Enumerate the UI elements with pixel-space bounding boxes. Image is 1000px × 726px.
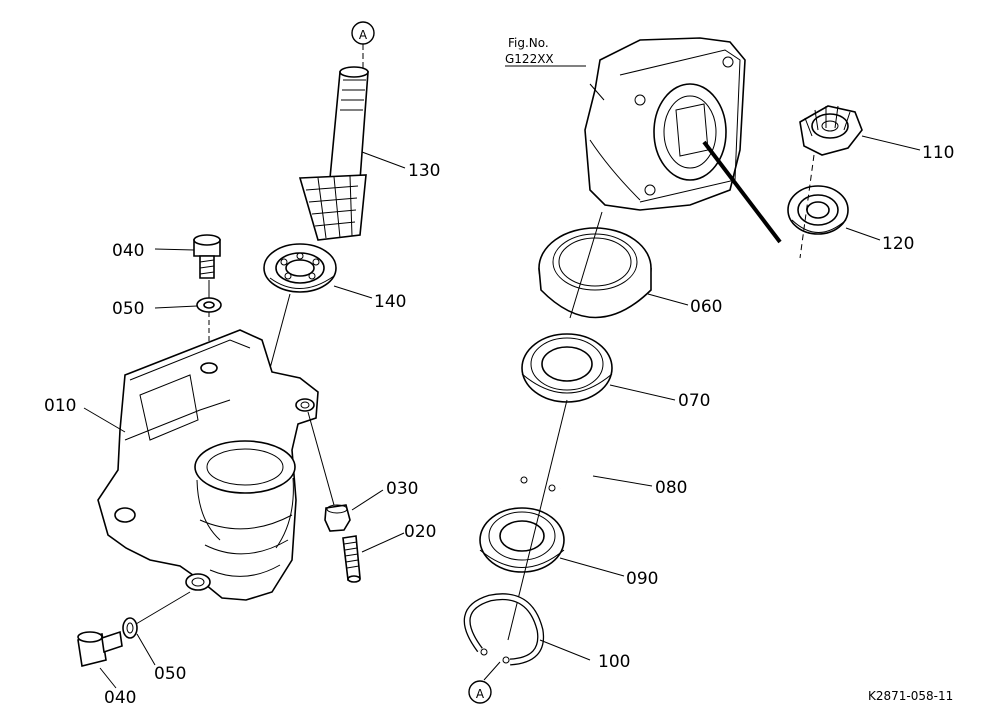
stud-020 — [342, 535, 361, 583]
label-060: 060 — [690, 297, 722, 317]
pinion-shaft-130 — [298, 66, 369, 241]
ref-marker-bottom: A — [468, 680, 492, 704]
label-090: 090 — [626, 569, 658, 589]
bearing-120 — [787, 185, 849, 235]
label-070: 070 — [678, 391, 710, 411]
label-050-bottom: 050 — [154, 664, 186, 684]
label-040-bottom: 040 — [104, 688, 136, 708]
reference-code: K2871-058-11 — [868, 689, 953, 703]
bearing-070 — [521, 333, 613, 403]
leader-lines — [83, 65, 921, 689]
label-020: 020 — [404, 522, 436, 542]
bearing-140 — [263, 243, 337, 293]
label-100: 100 — [598, 652, 630, 672]
label-130: 130 — [408, 161, 440, 181]
label-140: 140 — [374, 292, 406, 312]
gear-case-assembly — [584, 37, 746, 211]
label-050-top: 050 — [112, 299, 144, 319]
ref-marker-top: A — [351, 21, 375, 70]
bevel-gear-110 — [799, 105, 863, 156]
seal-060 — [538, 227, 652, 319]
label-080: 080 — [655, 478, 687, 498]
label-120: 120 — [882, 234, 914, 254]
snap-ring-100 — [463, 593, 545, 666]
svg-text:A: A — [476, 687, 485, 701]
bolt-040-top — [193, 234, 221, 279]
label-110: 110 — [922, 143, 954, 163]
svg-text:A: A — [359, 28, 368, 42]
label-010: 010 — [44, 396, 76, 416]
bolt-040-bottom — [77, 630, 123, 667]
snap-ring-080 — [497, 414, 598, 492]
fig-no-value: G122XX — [505, 52, 554, 66]
label-030: 030 — [386, 479, 418, 499]
gear-housing-010 — [97, 329, 319, 601]
washer-050-bottom — [122, 617, 138, 639]
bearing-090 — [479, 507, 565, 573]
label-040-top: 040 — [112, 241, 144, 261]
fig-no-label: Fig.No. — [508, 36, 549, 50]
nut-030 — [324, 504, 351, 532]
washer-050-top — [196, 297, 222, 313]
